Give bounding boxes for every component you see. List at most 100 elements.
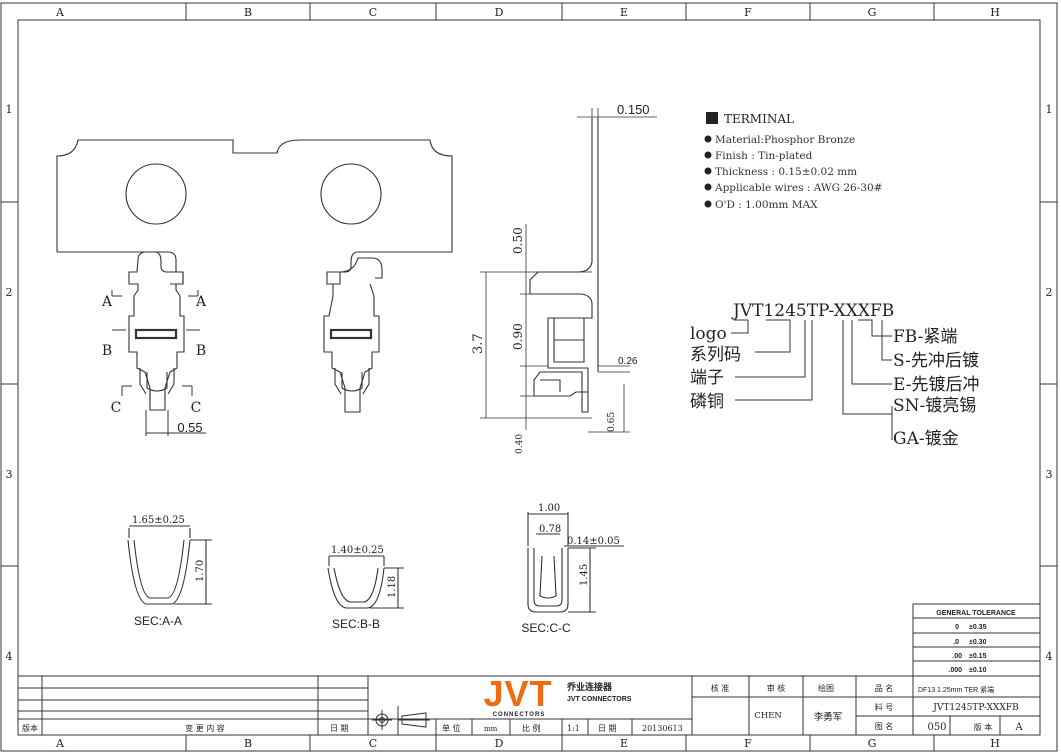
change-label: 变 更 内 容 (185, 723, 225, 733)
section-b-left: B (102, 343, 112, 359)
tolerance-value-3: ±0.10 (969, 667, 987, 674)
dim-040: 0.40 (515, 434, 525, 454)
material-no-value: JVT1245TP-XXXFB (932, 703, 1019, 713)
jvt-logo-subtext: CONNECTORS (493, 712, 546, 718)
carrier-strip-tab-left (57, 251, 184, 285)
projection-symbol-icon (372, 710, 430, 730)
sec-c-label: SEC:C-C (521, 621, 571, 635)
pn-label-terminal: 端子 (690, 368, 724, 388)
row-label-1-right: 1 (1046, 103, 1053, 116)
spec-line-thickness: Thickness : 0.15±0.02 mm (715, 166, 857, 178)
dim-090: 0.90 (511, 323, 525, 350)
col-label-g-bottom: G (868, 737, 877, 750)
col-label-b-bottom: B (244, 737, 252, 750)
title-block-grid (18, 675, 1040, 735)
tolerance-value-0: ±0.35 (969, 624, 987, 631)
tolerance-digit-3: .000 (948, 667, 962, 674)
tolerance-digit-0: 0 (955, 624, 959, 631)
col-label-c-bottom: C (369, 737, 377, 750)
row-label-2-right: 2 (1046, 286, 1053, 299)
col-label-g-top: G (868, 6, 877, 19)
sec-b-height: 1.18 (387, 576, 398, 598)
section-markers (111, 290, 206, 436)
product-name-label: 品 名 (875, 683, 894, 693)
sec-b-width: 1.40±0.25 (331, 545, 384, 556)
spec-line-wires: Applicable wires : AWG 26-30# (714, 182, 882, 194)
section-cc (527, 512, 624, 613)
draw-label: 绘图 (818, 683, 834, 693)
side-view-dim-labels: 0.150 0.50 3.7 0.90 0.26 0.65 0.40 (471, 102, 650, 454)
spec-line-od: O'D : 1.00mm MAX (715, 199, 818, 211)
pn-label-series: 系列码 (690, 345, 741, 365)
material-no-label: 料 号 (875, 702, 894, 712)
jvt-logo-text: JVT (483, 673, 552, 714)
sec-a-height: 1.70 (195, 560, 206, 582)
carrier-strip (56, 139, 453, 285)
sec-c-outer: 1.00 (538, 503, 560, 514)
sec-b-label: SEC:B-B (332, 617, 380, 631)
side-view-dimensions (480, 108, 657, 433)
col-label-f-bottom: F (744, 737, 752, 750)
dim-065: 0.65 (607, 412, 617, 432)
terminal-front-right (323, 283, 380, 413)
dim-050: 0.50 (511, 227, 525, 254)
pn-label-logo: logo (690, 324, 727, 344)
column-dividers (1, 3, 1057, 751)
version-label: 版 本 (974, 722, 993, 732)
pilot-hole-right (320, 163, 382, 225)
tolerance-digit-1: .0 (953, 639, 959, 646)
part-number-block: JVT1245TP-XXXFB logo 系列码 端子 磷铜 FB-紧端 S-先… (690, 301, 979, 449)
product-name-value: DF13 1.25mm TER 紧端 (918, 685, 994, 694)
terminal-front-left (128, 251, 185, 411)
version-value: A (1014, 722, 1023, 733)
bullet-icon (704, 183, 712, 191)
terminal-side-view (529, 118, 599, 413)
drawing-name-value: 050 (927, 722, 946, 733)
section-aa (127, 525, 212, 605)
section-b-right: B (196, 343, 206, 359)
pilot-hole-left (125, 163, 187, 225)
row-label-4-right: 4 (1046, 650, 1053, 663)
bullet-icon (704, 151, 712, 159)
tolerance-value-2: ±0.15 (969, 653, 987, 660)
company-name-cn: 乔业连接器 (566, 681, 613, 692)
dim-026: 0.26 (618, 356, 638, 367)
col-label-a-bottom: A (55, 737, 65, 750)
pn-option-s: S-先冲后镀 (893, 351, 979, 371)
col-label-f-top: F (744, 6, 752, 19)
tolerance-digit-2: .00 (952, 653, 962, 660)
pn-option-e: E-先镀后冲 (893, 375, 979, 395)
section-marker-labels: A A B B C C (101, 294, 207, 416)
row-label-2-left: 2 (6, 286, 13, 299)
checker-name: CHEN (754, 711, 782, 721)
unit-label: 单 位 (442, 723, 461, 733)
check-label: 审 核 (767, 683, 786, 693)
bullet-icon (704, 135, 712, 143)
col-label-h-top: H (990, 6, 1000, 19)
sec-a-label: SEC:A-A (134, 614, 182, 628)
col-label-e-bottom: E (620, 737, 628, 750)
unit-value: mm (484, 725, 498, 733)
tolerance-values: GENERAL TOLERANCE 0 ±0.35 .0 ±0.30 .00 ±… (936, 610, 1016, 674)
terminal-spec-block: TERMINAL Material:Phosphor Bronze Finish… (704, 112, 882, 211)
sec-c-height: 1.45 (579, 564, 590, 586)
spec-line-material: Material:Phosphor Bronze (715, 134, 855, 146)
row-label-1-left: 1 (6, 103, 13, 116)
part-number-code: JVT1245TP-XXXFB (731, 301, 894, 321)
col-label-a-top: A (55, 6, 65, 19)
spec-title: TERMINAL (724, 112, 794, 126)
section-a-left: A (101, 294, 113, 310)
pn-label-material: 磷铜 (690, 392, 724, 412)
tolerance-value-1: ±0.30 (969, 639, 987, 646)
sec-a-width: 1.65±0.25 (132, 515, 185, 526)
scale-label: 比 例 (522, 723, 541, 733)
section-a-right: A (195, 294, 207, 310)
spec-title-square-icon (706, 112, 718, 124)
spec-line-finish: Finish : Tin-plated (715, 150, 813, 162)
date-label: 日 期 (330, 724, 349, 733)
section-c-right: C (191, 400, 202, 416)
tolerance-title: GENERAL TOLERANCE (936, 610, 1016, 617)
col-label-d-bottom: D (495, 737, 504, 750)
